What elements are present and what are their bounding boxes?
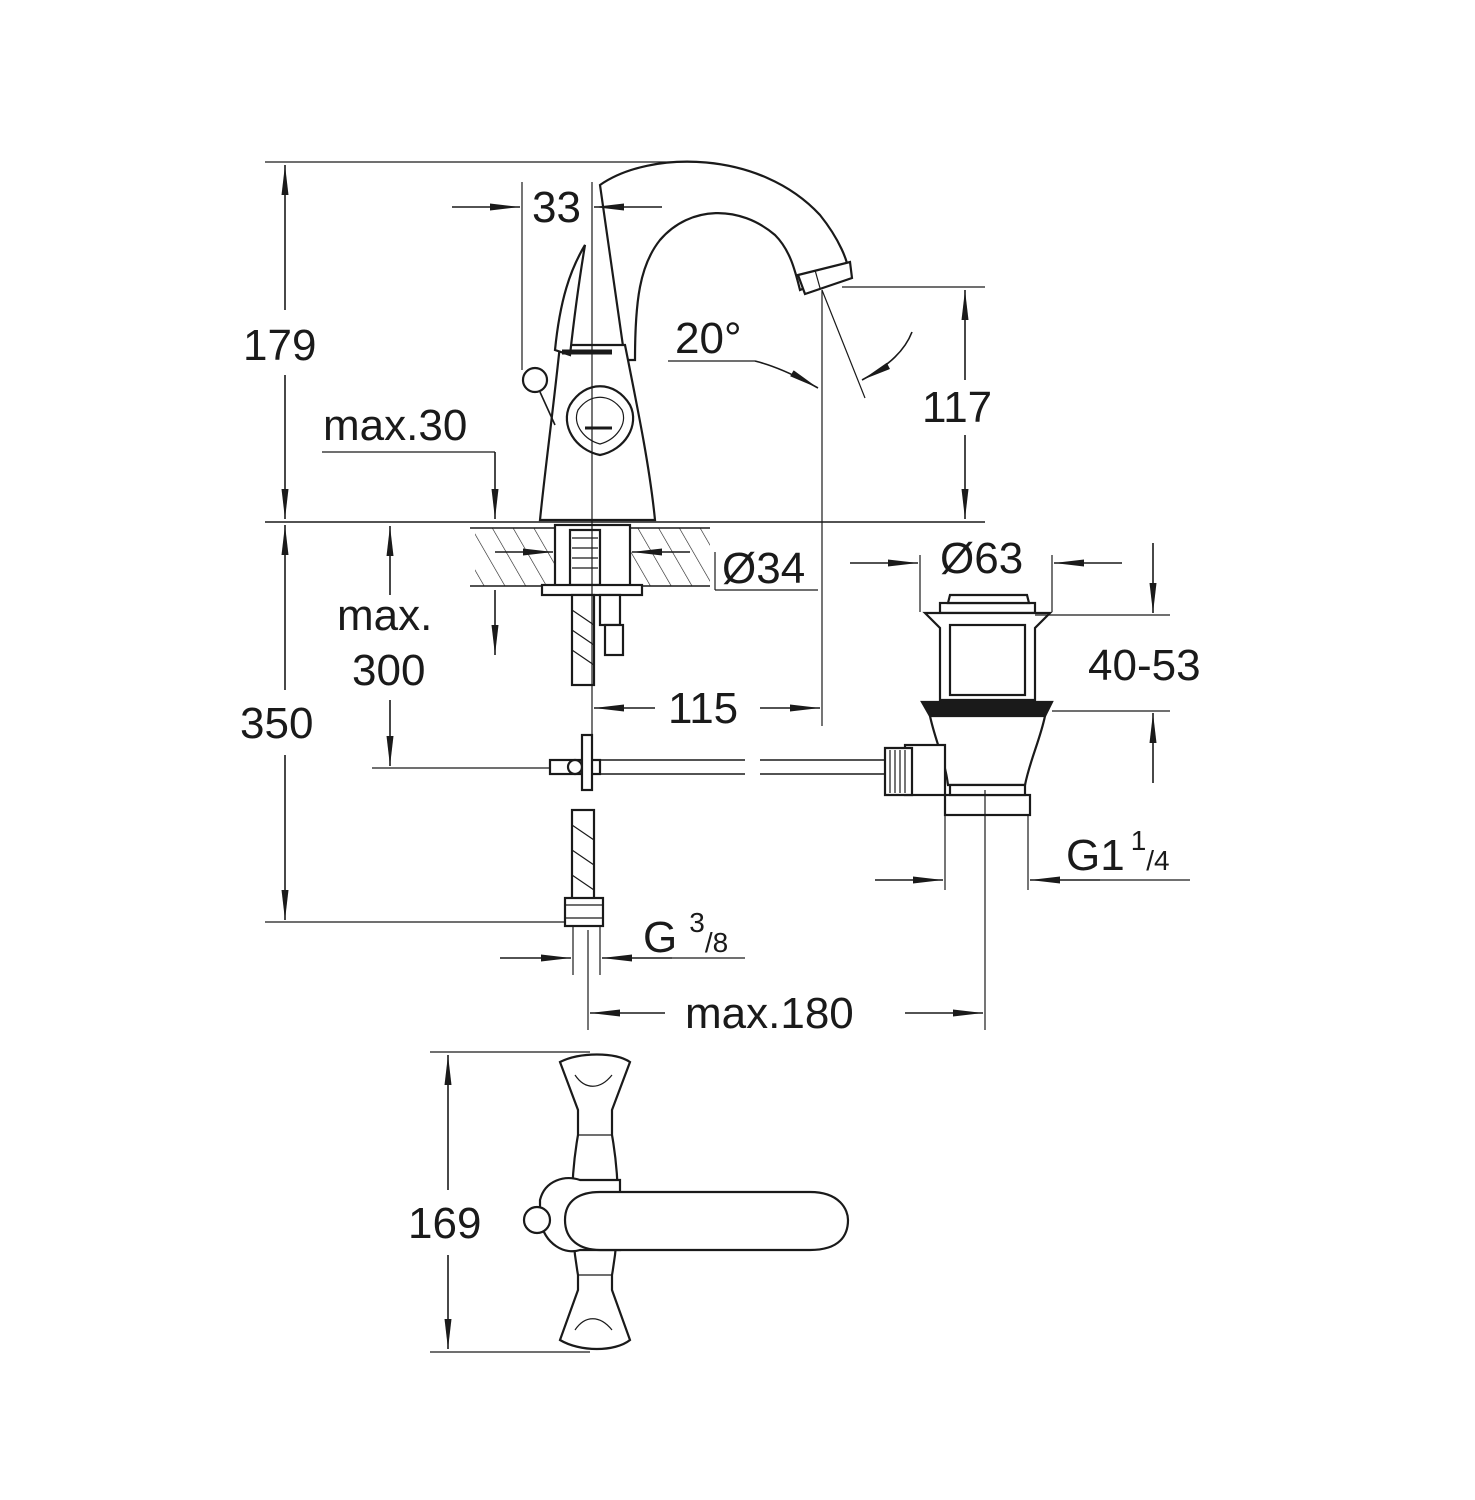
lever-knob [521,366,549,394]
dimension-lines [265,161,1190,1353]
drain-seal [920,700,1054,718]
dim-below-deck-line2: 300 [352,646,425,695]
dim-hose-thread-den: /8 [705,927,728,958]
dim-spout-angle: 20° [675,314,742,363]
dim-max-rod: max.180 [685,989,854,1038]
drain-plug [946,593,1031,605]
dim-below-deck-total: 350 [240,699,313,748]
dim-drain-range: 40-53 [1088,641,1201,690]
dim-hose-thread-num: 3 [689,907,705,938]
dim-hole-diameter: Ø34 [722,544,805,593]
hose-fitting [563,896,605,928]
top-spout [563,1190,850,1252]
dim-drain-thread-num: 1 [1131,825,1147,856]
drain-assembly [883,593,1054,817]
dim-drain-thread-main: G1 [1066,831,1125,880]
spout [598,160,850,362]
dim-spout-height: 117 [922,383,992,432]
lever-handle [553,244,587,357]
knurled-nut [883,746,914,797]
top-knob [522,1205,552,1235]
dimension-labels: 179 33 20° 117 max.30 Ø34 Ø63 40-53 max.… [240,183,1201,1248]
dim-handle-span: 169 [408,1199,481,1248]
dim-below-deck-line1: max. [337,591,432,640]
lower-supply-hose [563,808,605,928]
pop-up-rod [548,733,885,792]
dim-drain-diameter: Ø63 [940,534,1023,583]
dim-handle-offset: 33 [532,183,581,232]
dim-drain-thread-den: /4 [1146,845,1169,876]
dim-max-deck: max.30 [323,401,467,450]
supply-hose [570,593,596,687]
spout-tip [796,260,854,296]
dim-reach: 115 [668,684,738,733]
faucet-side-view [521,160,854,522]
faucet-top-view [522,1053,850,1350]
dim-total-height: 179 [243,321,316,370]
drain-tailpiece [943,793,1032,817]
dim-hose-thread-main: G [643,913,677,962]
